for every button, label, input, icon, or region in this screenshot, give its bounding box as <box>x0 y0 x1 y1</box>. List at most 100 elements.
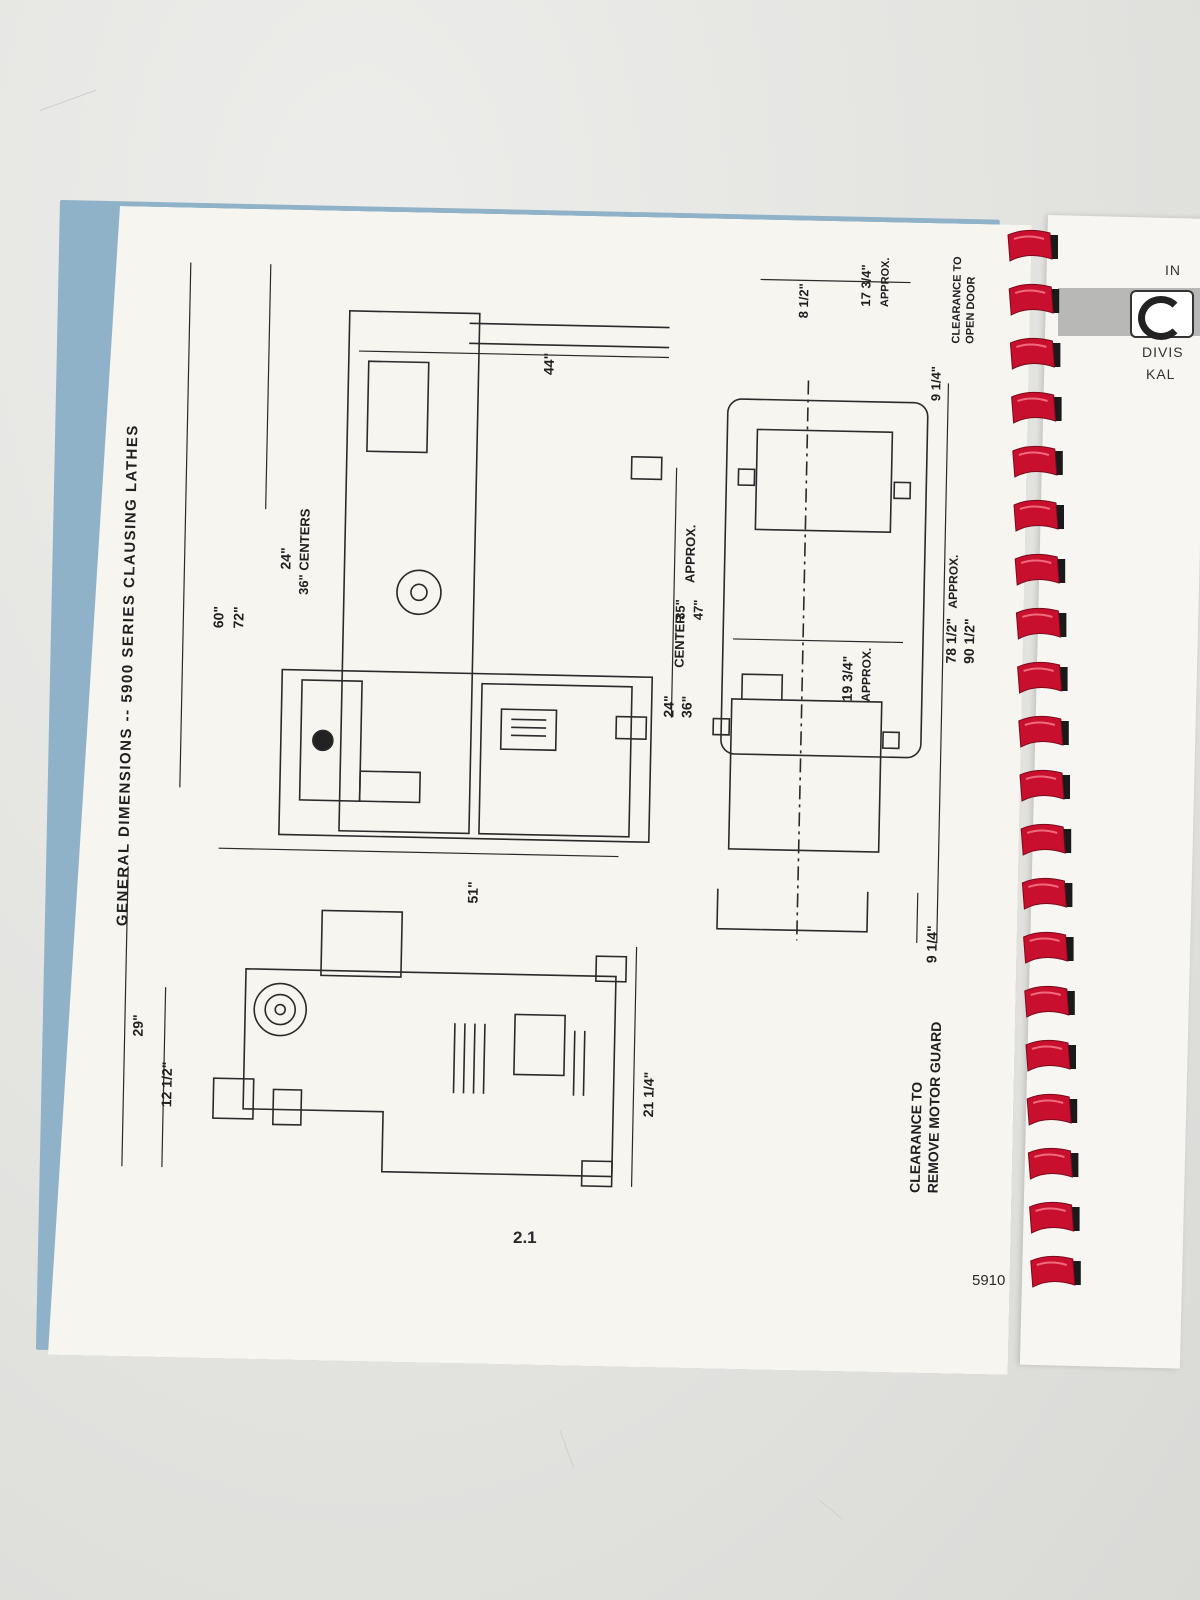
end-view-body <box>242 969 616 1177</box>
dim-line-spindle-height <box>162 987 166 1167</box>
clearance-door-line2: OPEN DOOR <box>964 276 977 344</box>
clearance-envelope <box>721 399 928 758</box>
dim-guard-side: 9 1/4" <box>923 925 940 963</box>
dim-length-b: 90 1/2" <box>961 618 978 664</box>
lathe-bed <box>339 311 480 834</box>
facing-page-text-2: DIVIS <box>1142 344 1184 360</box>
drawing-title: GENERAL DIMENSIONS -- 5900 SERIES CLAUSI… <box>114 424 142 926</box>
dim-line-guard <box>733 639 903 643</box>
plan-view <box>709 379 929 943</box>
binding-coil <box>1025 1039 1076 1072</box>
mount-hole <box>713 719 729 735</box>
binding-coil <box>1014 553 1066 586</box>
dim-centers-b: 36" CENTERS <box>296 508 313 595</box>
binding-coil <box>1019 769 1070 802</box>
dim-overall-a: 60" <box>210 606 226 629</box>
facing-page-text-3: KAL <box>1146 366 1176 382</box>
foot-pad <box>582 1161 613 1187</box>
dim-stand-length: 51" <box>464 881 480 904</box>
spindle-face <box>254 983 307 1036</box>
dim-door-clear-b: 17 3/4" <box>858 264 874 307</box>
mount-hole <box>883 732 899 748</box>
mount-hole <box>738 469 754 485</box>
dim-length-a: 78 1/2" <box>943 618 960 664</box>
spindle-knob <box>313 730 333 750</box>
dim-height-spindle: 12 1/2" <box>158 1061 175 1107</box>
facing-page-text-1: IN <box>1165 262 1181 278</box>
dim-approx-a: 35" <box>672 599 687 620</box>
binding-coil <box>1027 1147 1079 1180</box>
clausing-logo-icon <box>1138 296 1184 340</box>
dim-line-stand <box>219 848 619 856</box>
plan-top-box <box>755 429 892 532</box>
lathe-side-view <box>279 310 670 843</box>
end-handwheel <box>213 1078 254 1119</box>
cabinet <box>479 684 632 837</box>
carriage-handwheel <box>397 570 442 615</box>
dim-approx-b: 47" <box>690 599 705 620</box>
dim-guard-width: 19 3/4" <box>839 656 856 702</box>
end-carriage <box>321 910 402 977</box>
dimension-lines <box>122 261 951 1193</box>
vent-panel <box>501 709 557 750</box>
dim-line-door <box>761 279 911 282</box>
binding-coil <box>1023 931 1074 964</box>
dim-center-a: 24" <box>660 695 676 718</box>
leveling-pad <box>616 717 646 740</box>
headstock <box>300 680 362 801</box>
plan-motor-box <box>729 699 882 852</box>
page-number: 2.1 <box>513 1228 537 1247</box>
binding-coil <box>1021 877 1073 910</box>
plan-notch <box>742 674 783 700</box>
dim-line-center <box>671 468 676 718</box>
dimension-drawing: GENERAL DIMENSIONS -- 5900 SERIES CLAUSI… <box>48 205 1032 1375</box>
dim-line-length <box>937 383 949 943</box>
dim-center-b: 36" <box>678 696 694 719</box>
gearbox-plate <box>360 771 421 802</box>
dim-cabinet-height: 21 1/4" <box>640 1072 657 1118</box>
dim-top-depth: 44" <box>541 353 557 376</box>
lathe-stand-outline <box>279 670 652 843</box>
binding-coil <box>1015 607 1067 640</box>
binding-coil <box>1020 823 1072 856</box>
dim-center-word: CENTER <box>671 614 687 668</box>
dim-door-clear-a: 8 1/2" <box>796 283 812 318</box>
dim-line-cabinet <box>632 947 637 1187</box>
dim-overall-b: 72" <box>230 606 246 629</box>
dim-line-guard-side <box>917 893 918 943</box>
dim-line-top <box>359 351 669 357</box>
foot-pad <box>596 956 627 982</box>
leveling-pad <box>631 457 661 480</box>
end-lever-box <box>273 1089 302 1125</box>
binding-coil <box>1007 229 1058 262</box>
dim-line-centers <box>266 264 271 509</box>
motor-guard-outline <box>717 889 868 932</box>
dim-approx-word: APPROX. <box>682 524 698 583</box>
centerline <box>797 380 809 940</box>
end-access-door <box>514 1014 565 1075</box>
binding-coil <box>1029 1201 1080 1234</box>
dim-guard-approx: APPROX. <box>859 648 874 702</box>
model-number: 5910 <box>972 1272 1006 1289</box>
lathe-end-view <box>212 908 628 1187</box>
dim-line-overall <box>180 263 191 788</box>
dim-centers-a: 24" <box>277 547 293 570</box>
back-rail <box>470 323 670 327</box>
binding-coil <box>1012 445 1063 478</box>
binding-coil <box>1018 715 1069 748</box>
mount-hole <box>894 482 910 498</box>
clearance-guard-line1: CLEARANCE TO <box>906 1082 924 1193</box>
binding-coil <box>1017 661 1068 694</box>
binding-coil <box>1024 985 1075 1018</box>
manual-page: GENERAL DIMENSIONS -- 5900 SERIES CLAUSI… <box>48 205 1032 1375</box>
dim-door-side: 9 1/4" <box>928 366 944 401</box>
spiral-binding <box>1007 229 1081 1288</box>
binding-coil <box>1030 1255 1081 1288</box>
clearance-guard-line2: REMOVE MOTOR GUARD <box>924 1021 944 1193</box>
clearance-door-line1: CLEARANCE TO <box>950 256 964 344</box>
dim-height-total: 29" <box>130 1014 146 1037</box>
binding-coil <box>1011 391 1062 424</box>
binding-coil <box>1008 283 1060 316</box>
tailstock <box>367 361 429 452</box>
dim-length-approx: APPROX. <box>946 554 961 608</box>
